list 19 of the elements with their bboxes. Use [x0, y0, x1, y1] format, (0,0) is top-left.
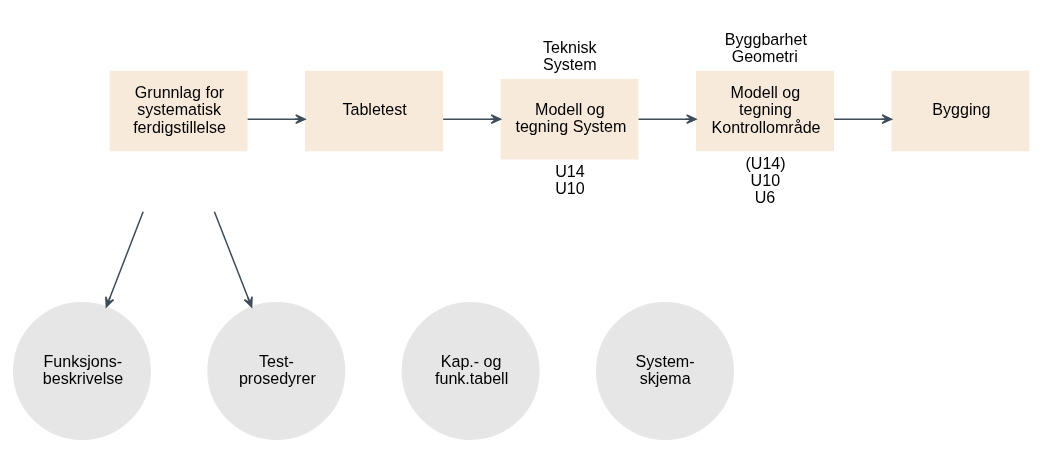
- arrow: [213, 211, 253, 308]
- node-box: Bygging: [891, 70, 1030, 152]
- node-box: Modell og tegning Kontrollområde: [696, 70, 834, 152]
- arrow: [637, 114, 697, 125]
- node-circle: System- skjema: [595, 302, 734, 440]
- node-circle: Test- prosedyrer: [207, 302, 346, 440]
- node-label: (U14) U10 U6: [745, 153, 786, 207]
- arrow: [833, 114, 893, 125]
- node-label: Teknisk System: [543, 37, 597, 73]
- arrow: [246, 114, 306, 125]
- arrow: [105, 211, 144, 308]
- node-box: Tabletest: [305, 70, 443, 152]
- node-label: Byggbarhet Geometri: [724, 29, 807, 65]
- node-circle: Kap.- og funk.tabell: [401, 302, 540, 440]
- node-circle: Funksjons- beskrivelse: [12, 302, 151, 440]
- node-box: Grunnlag for systematisk ferdigstillelse: [109, 70, 248, 152]
- arrow: [442, 114, 502, 125]
- node-label: U14 U10: [555, 161, 585, 198]
- node-box: Modell og tegning System: [500, 78, 639, 160]
